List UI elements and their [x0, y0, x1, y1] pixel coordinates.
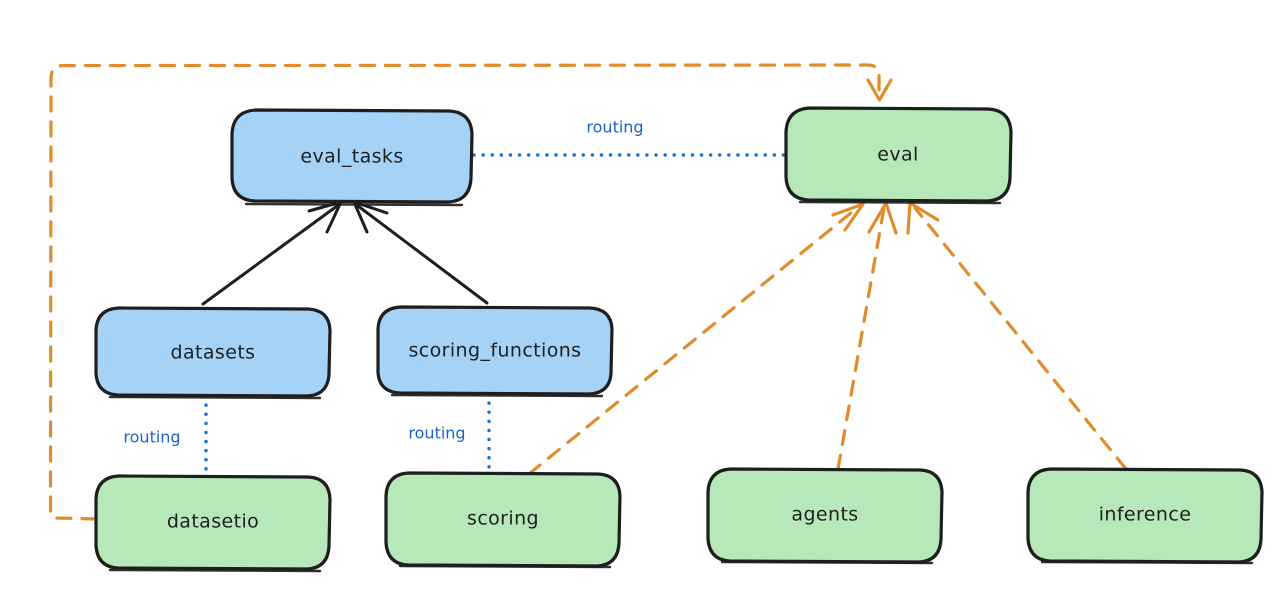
- node-inference[interactable]: inference: [1026, 467, 1264, 565]
- edge-datasets-to-eval_tasks: [201, 200, 343, 306]
- node-scoring_functions-label: scoring_functions: [409, 340, 582, 362]
- node-scoring_functions-box: [376, 305, 614, 396]
- edge-scoring_functions-to-eval_tasks: [352, 200, 489, 305]
- edge-scoring_functions-to-scoring: routing: [408, 392, 491, 474]
- edge-inference-to-eval: [906, 201, 1128, 471]
- node-eval-box: [784, 106, 1013, 203]
- node-datasetio-box: [94, 474, 332, 571]
- node-datasetio-shadow: [108, 568, 322, 573]
- node-datasets-label: datasets: [171, 342, 256, 364]
- edge-datasets-to-datasetio: routing: [123, 394, 208, 476]
- node-scoring_functions[interactable]: scoring_functions: [376, 305, 614, 398]
- node-scoring-label: scoring: [467, 508, 539, 530]
- edge-datasetio-to-eval: [48, 63, 893, 521]
- edge-inference-to-eval-line: [913, 206, 1128, 471]
- edge-label-eval_tasks-eval: routing: [586, 118, 643, 137]
- edge-scoring-to-eval-line: [527, 206, 859, 476]
- node-datasets[interactable]: datasets: [94, 306, 332, 400]
- node-eval-shadow: [798, 200, 1002, 205]
- edge-label-scoring_functions-scoring: routing: [408, 424, 465, 443]
- edge-label-datasets-datasetio: routing: [123, 428, 180, 447]
- edge-eval_tasks-to-eval: routing: [472, 118, 786, 157]
- node-eval_tasks-shadow: [244, 202, 464, 207]
- edge-scoring_functions-to-eval_tasks-line: [356, 204, 489, 305]
- routing-edges: routing routing routing: [123, 118, 786, 476]
- node-inference-box: [1026, 467, 1264, 564]
- node-scoring[interactable]: scoring: [384, 471, 622, 569]
- node-eval_tasks-box: [230, 108, 474, 204]
- edge-scoring-to-eval-arrowhead: [831, 202, 865, 232]
- edge-scoring-to-eval: [527, 202, 865, 476]
- node-eval_tasks-label: eval_tasks: [300, 146, 403, 168]
- node-datasets-shadow: [108, 395, 322, 400]
- node-agents-label: agents: [791, 504, 858, 526]
- node-eval[interactable]: eval: [784, 106, 1013, 205]
- node-inference-label: inference: [1099, 504, 1192, 526]
- edge-agents-to-eval-line: [836, 206, 886, 471]
- node-scoring-box: [384, 471, 622, 568]
- node-datasets-box: [94, 306, 332, 398]
- edge-datasetio-to-eval-arrowhead: [866, 78, 893, 102]
- node-datasetio[interactable]: datasetio: [94, 474, 332, 573]
- node-agents-box: [706, 467, 944, 564]
- node-datasetio-label: datasetio: [167, 511, 259, 533]
- node-eval_tasks[interactable]: eval_tasks: [230, 108, 474, 207]
- edge-agents-to-eval: [836, 201, 898, 471]
- composition-edges: [201, 200, 489, 306]
- edge-datasets-to-eval_tasks-line: [201, 204, 339, 306]
- node-agents[interactable]: agents: [706, 467, 944, 565]
- node-eval-label: eval: [877, 144, 918, 166]
- nodes: eval_tasks eval datasets scoring_functio…: [94, 106, 1264, 573]
- node-scoring_functions-shadow: [390, 393, 604, 398]
